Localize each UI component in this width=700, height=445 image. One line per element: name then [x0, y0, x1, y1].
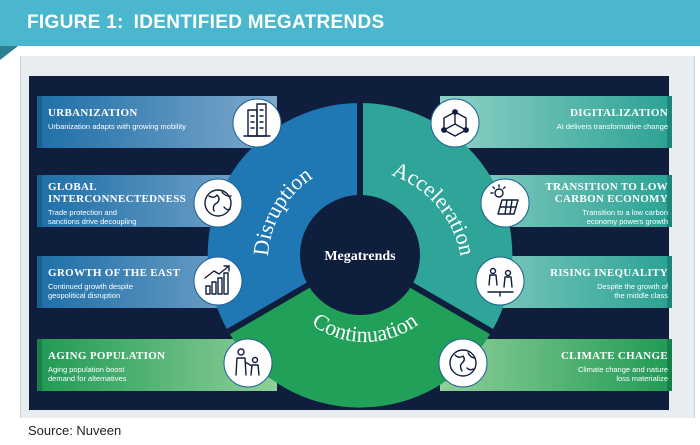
- global-icon-circle: [193, 178, 243, 228]
- trend-title: RISING INEQUALITY: [550, 267, 668, 279]
- trend-description-line: Trade protection and: [48, 208, 117, 217]
- trend-title: GROWTH OF THE EAST: [48, 267, 181, 279]
- banner-notch: [0, 46, 18, 60]
- trend-description-line: the middle class: [614, 291, 668, 300]
- trend-title-line: INTERCONNECTEDNESS: [48, 193, 187, 205]
- figure-heading: IDENTIFIED MEGATRENDS: [133, 12, 385, 33]
- solar-panel-icon: [490, 184, 519, 215]
- trend-description: AI delivers transformative change: [556, 122, 668, 131]
- trend-card-urbanization: URBANIZATION Urbanization adapts with gr…: [48, 107, 228, 131]
- buildings-icon: [243, 103, 271, 137]
- trend-title-line: CARBON ECONOMY: [554, 193, 668, 205]
- center-hub: [300, 195, 420, 315]
- trend-description: Continued growth despite geopolitical di…: [48, 282, 198, 300]
- trend-description-line: demand for alternatives: [48, 374, 127, 383]
- trend-description-line: loss materialize: [616, 374, 668, 383]
- card-accent: [667, 256, 672, 308]
- trend-description-line: economy powers growth: [586, 217, 668, 226]
- trend-card-low-carbon: TRANSITION TO LOW CARBON ECONOMY Transit…: [530, 181, 668, 226]
- trend-description-line: Climate change and nature: [577, 365, 668, 374]
- network-cube-icon: [441, 109, 469, 137]
- trend-description: Transition to a low carbon economy power…: [530, 208, 668, 226]
- trend-description: Trade protection and sanctions drive dec…: [48, 208, 198, 226]
- trend-description: Aging population boost demand for altern…: [48, 365, 218, 383]
- trend-card-inequality: RISING INEQUALITY Despite the growth of …: [530, 267, 668, 300]
- trend-title: AGING POPULATION: [48, 350, 166, 362]
- trend-description-line: Transition to a low carbon: [582, 208, 668, 217]
- trend-description: Despite the growth of the middle class: [530, 282, 668, 300]
- card-accent: [37, 339, 42, 391]
- scales-people-icon: [487, 267, 514, 297]
- trend-card-aging: AGING POPULATION Aging population boost …: [48, 350, 218, 383]
- earth-icon: [449, 349, 477, 377]
- trend-description-line: Continued growth despite: [48, 282, 134, 291]
- figure-label: FIGURE 1:: [27, 12, 124, 33]
- trend-card-growth-east: GROWTH OF THE EAST Continued growth desp…: [48, 267, 198, 300]
- trend-title: CLIMATE CHANGE: [561, 350, 668, 362]
- center-label: Megatrends: [324, 249, 396, 264]
- trend-description-line: geopolitical disruption: [48, 291, 121, 300]
- inequality-icon-circle: [475, 256, 525, 306]
- card-accent: [37, 175, 42, 227]
- source-note: Source: Nuveen: [28, 423, 122, 438]
- trend-description-line: Aging population boost: [48, 365, 125, 374]
- trend-description-line: Despite the growth of: [597, 282, 668, 291]
- trend-title-line: GLOBAL: [48, 181, 97, 193]
- trend-description: Climate change and nature loss materiali…: [520, 365, 668, 383]
- trend-description: Urbanization adapts with growing mobilit…: [48, 122, 186, 131]
- trend-card-global: GLOBAL INTERCONNECTEDNESS Trade protecti…: [48, 181, 198, 226]
- globe-icon: [204, 189, 232, 217]
- growth-chart-icon: [204, 265, 230, 295]
- family-icon: [235, 348, 260, 376]
- trend-description-line: sanctions drive decoupling: [48, 217, 137, 226]
- trend-title-line: TRANSITION TO LOW: [545, 181, 668, 193]
- card-accent: [667, 96, 672, 148]
- card-accent: [37, 96, 42, 148]
- card-accent: [37, 256, 42, 308]
- card-accent: [667, 339, 672, 391]
- trend-card-digitalization: DIGITALIZATION AI delivers transformativ…: [490, 107, 668, 131]
- trend-card-climate: CLIMATE CHANGE Climate change and nature…: [520, 350, 668, 383]
- card-accent: [667, 175, 672, 227]
- trend-title: URBANIZATION: [48, 107, 138, 119]
- figure-title: FIGURE 1: IDENTIFIED MEGATRENDS: [27, 12, 385, 34]
- low-carbon-icon-circle: [480, 178, 530, 228]
- figure-banner: [0, 0, 700, 46]
- trend-title: DIGITALIZATION: [570, 107, 668, 119]
